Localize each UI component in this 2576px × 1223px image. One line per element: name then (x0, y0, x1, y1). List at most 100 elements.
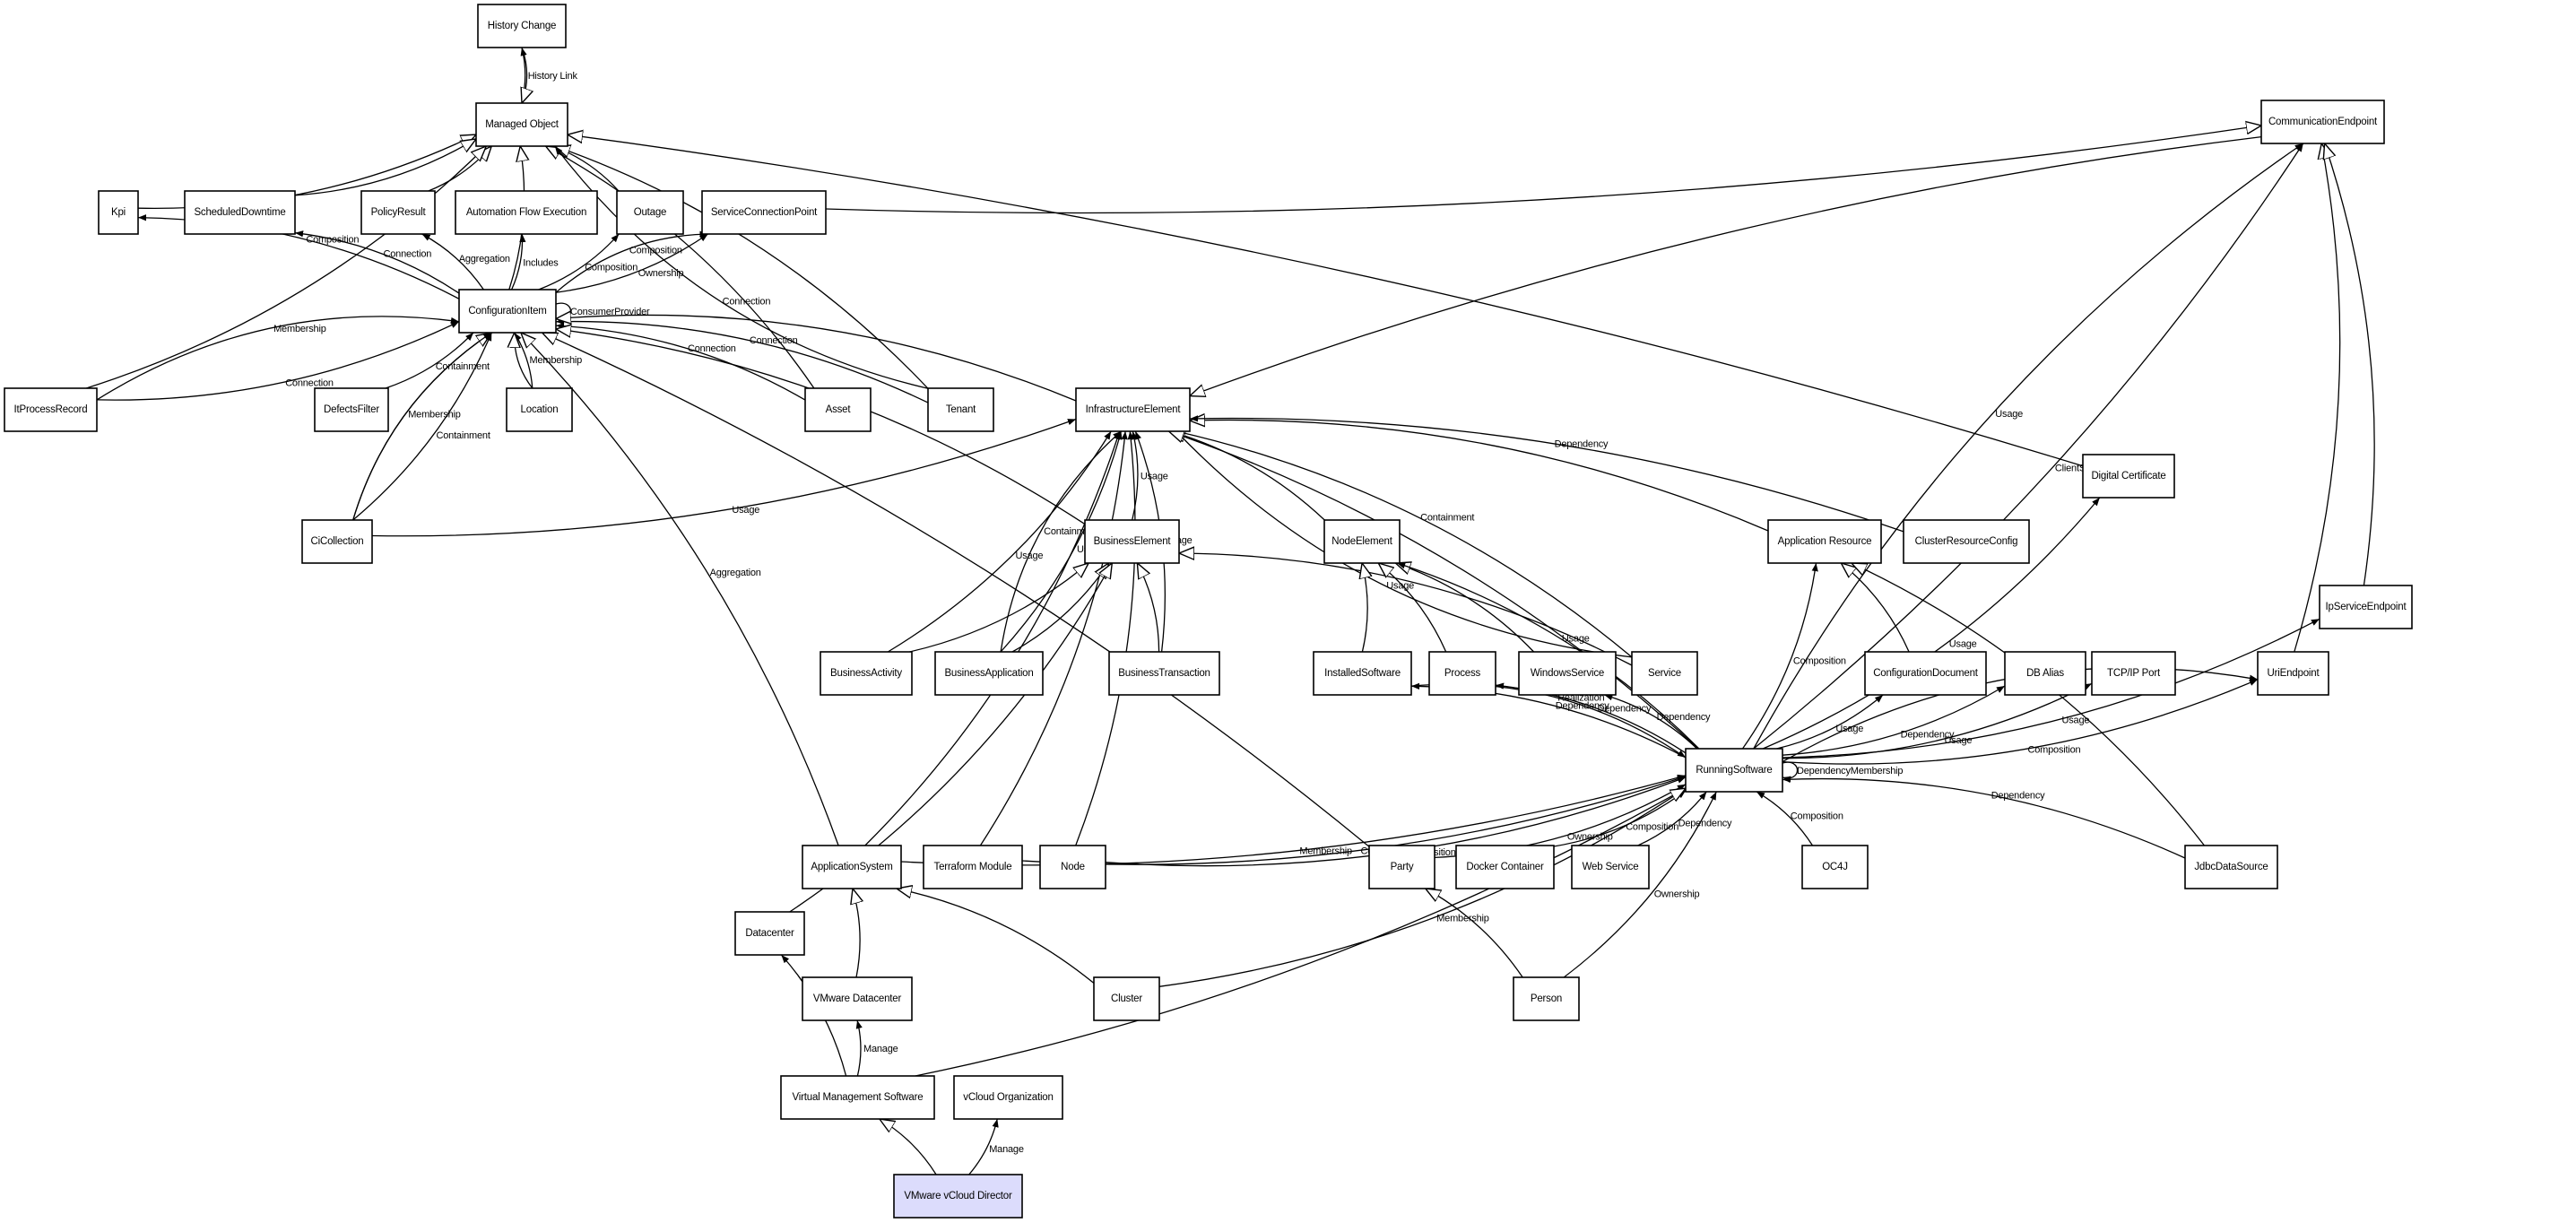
edge-label: Dependency (1598, 703, 1652, 714)
node-node-element[interactable]: NodeElement (1323, 519, 1401, 564)
node-business-transaction[interactable]: BusinessTransaction (1108, 651, 1220, 696)
node-jdbc-data-source[interactable]: JdbcDataSource (2184, 845, 2278, 889)
node-defects-filter[interactable]: DefectsFilter (314, 387, 389, 432)
node-box (927, 387, 994, 432)
association-line (887, 430, 1112, 653)
node-business-activity[interactable]: BusinessActivity (820, 651, 913, 696)
node-uri-endpoint[interactable]: UriEndpoint (2257, 651, 2329, 696)
node-box (2319, 585, 2413, 629)
node-db-alias[interactable]: DB Alias (2004, 651, 2086, 696)
association-line (1782, 682, 2093, 759)
node-label: DefectsFilter (324, 404, 379, 415)
node-box (1093, 976, 1160, 1021)
node-application-system[interactable]: ApplicationSystem (802, 845, 902, 889)
node-installed-software[interactable]: InstalledSoftware (1313, 651, 1412, 696)
generalization-line (556, 315, 1077, 402)
node-tenant[interactable]: Tenant (927, 387, 994, 432)
edge-terraform-module-to-running-software (1021, 776, 1687, 865)
node-vcloud-organization[interactable]: vCloud Organization (953, 1075, 1063, 1120)
node-terraform-module[interactable]: Terraform Module (923, 845, 1023, 889)
association-line (1776, 694, 1884, 750)
node-box (1801, 845, 1869, 889)
edge-label: Usage (1949, 639, 1977, 650)
edge-label: Usage (732, 505, 759, 516)
node-business-application[interactable]: BusinessApplication (934, 651, 1044, 696)
association-line (1782, 776, 2186, 859)
node-process[interactable]: Process (1428, 651, 1496, 696)
node-person[interactable]: Person (1513, 976, 1580, 1021)
generalization-line (555, 146, 929, 389)
node-docker-container[interactable]: Docker Container (1455, 845, 1555, 889)
node-business-element[interactable]: BusinessElement (1084, 519, 1180, 564)
association-line (421, 233, 484, 291)
node-web-service[interactable]: Web Service (1571, 845, 1650, 889)
node-label: BusinessActivity (830, 668, 902, 679)
node-ci-collection[interactable]: CiCollection (301, 519, 373, 564)
node-box (1075, 387, 1191, 432)
edge-running-software-to-db-alias (1782, 685, 2006, 756)
generalization-line (1179, 553, 1633, 666)
node-it-process-record[interactable]: ItProcessRecord (4, 387, 98, 432)
node-service[interactable]: Service (1631, 651, 1698, 696)
node-windows-service[interactable]: WindowsService (1518, 651, 1617, 696)
node-history-change[interactable]: History Change (477, 4, 567, 48)
node-configuration-document[interactable]: ConfigurationDocument (1864, 651, 1987, 696)
association-line (1131, 430, 1139, 521)
node-configuration-item[interactable]: ConfigurationItem (458, 289, 557, 334)
node-location[interactable]: Location (506, 387, 573, 432)
node-oc4j[interactable]: OC4J (1801, 845, 1869, 889)
node-digital-certificate[interactable]: Digital Certificate (2082, 454, 2175, 499)
node-kpi[interactable]: Kpi (98, 190, 139, 235)
edge-vmware-datacenter-to-application-system (853, 889, 860, 978)
node-box (98, 190, 139, 235)
node-vmware-datacenter[interactable]: VMware Datacenter (802, 976, 913, 1021)
node-ip-service-endpoint[interactable]: IpServiceEndpoint (2319, 585, 2413, 629)
edge-business-element-to-infrastructure-element (1131, 430, 1139, 521)
edge-it-process-record-to-configuration-item (96, 316, 460, 401)
node-datacenter[interactable]: Datacenter (734, 911, 805, 956)
node-asset[interactable]: Asset (804, 387, 872, 432)
node-automation-flow-execution[interactable]: Automation Flow Execution (455, 190, 598, 235)
association-line (1782, 679, 2259, 765)
node-box (458, 289, 557, 334)
edge-digital-certificate-to-managed-object (568, 134, 2084, 467)
generalization-line (546, 146, 815, 389)
node-node[interactable]: Node (1039, 845, 1106, 889)
edge-service-to-infrastructure-element (1175, 429, 1633, 658)
edge-communication-endpoint-to-infrastructure-element (1190, 135, 2262, 396)
node-managed-object[interactable]: Managed Object (475, 102, 568, 147)
edge-running-software-to-installed-software (1410, 682, 1687, 759)
node-box (893, 1174, 1023, 1219)
node-tcpip-port[interactable]: TCP/IP Port (2091, 651, 2176, 696)
association-line (137, 214, 460, 299)
node-application-resource[interactable]: Application Resource (1767, 519, 1882, 564)
node-policy-result[interactable]: PolicyResult (360, 190, 436, 235)
node-outage[interactable]: Outage (616, 190, 684, 235)
association-line (1753, 143, 2304, 750)
edge-label: Membership (530, 355, 583, 366)
edge-virtual-management-software-to-vmware-datacenter (855, 1019, 863, 1077)
node-box (314, 387, 389, 432)
node-communication-endpoint[interactable]: CommunicationEndpoint (2260, 100, 2385, 144)
node-box (802, 845, 902, 889)
edge-node-to-infrastructure-element (1075, 430, 1136, 846)
node-party[interactable]: Party (1368, 845, 1435, 889)
node-box (1039, 845, 1106, 889)
association-line (968, 1118, 999, 1175)
node-cluster-resource-config[interactable]: ClusterResourceConfig (1903, 519, 2030, 564)
node-scheduled-downtime[interactable]: ScheduledDowntime (184, 190, 296, 235)
edge-it-process-record-to-configuration-item (96, 321, 460, 401)
edge-label: Usage (2062, 716, 2090, 726)
node-service-connection-point[interactable]: ServiceConnectionPoint (701, 190, 827, 235)
edge-label: Composition (1791, 811, 1843, 821)
association-line (855, 1019, 863, 1077)
edge-asset-to-managed-object (546, 146, 815, 389)
node-vmware-vcloud-director[interactable]: VMware vCloud Director (893, 1174, 1023, 1219)
generalization-line (1169, 431, 1699, 750)
node-infrastructure-element[interactable]: InfrastructureElement (1075, 387, 1191, 432)
node-running-software[interactable]: RunningSoftware (1685, 748, 1783, 793)
node-virtual-management-software[interactable]: Virtual Management Software (780, 1075, 935, 1120)
generalization-line (1362, 563, 1367, 653)
node-label: Managed Object (485, 119, 559, 130)
node-cluster[interactable]: Cluster (1093, 976, 1160, 1021)
